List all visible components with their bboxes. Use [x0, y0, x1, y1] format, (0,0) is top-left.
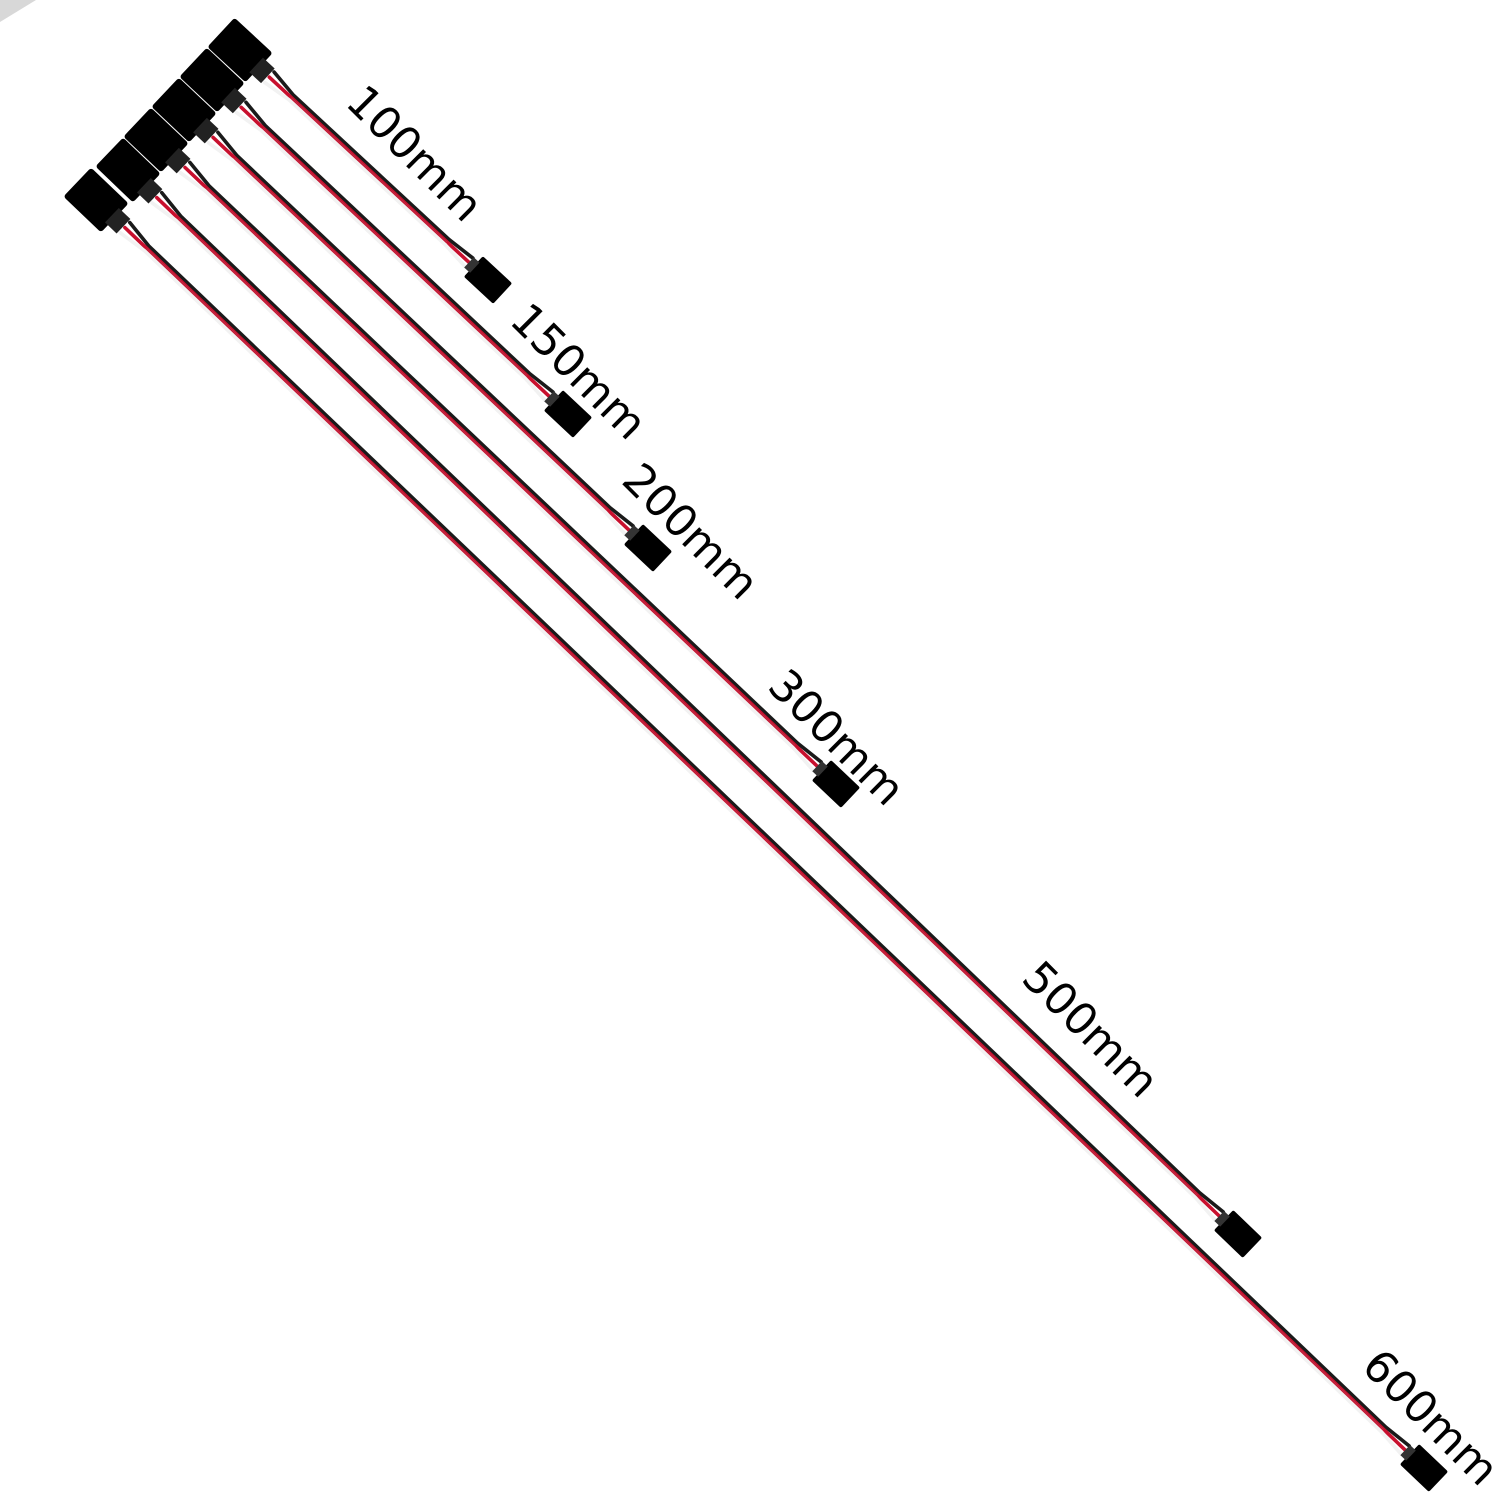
wire-outline-500mm [178, 218, 1198, 1196]
wire-white-300mm [178, 170, 815, 773]
connector-male-lip-200mm [624, 525, 640, 541]
cable-300mm [124, 108, 860, 808]
cable-500mm [96, 138, 1262, 1258]
connector-male-lip-600mm [1400, 1444, 1416, 1461]
cable-100mm [208, 18, 512, 304]
cables-group [64, 18, 1448, 1492]
connector-female-neck-200mm [193, 117, 219, 144]
wire-white-150mm [234, 110, 547, 403]
wire-red-100mm [267, 75, 471, 265]
wire-red-600mm [123, 225, 1407, 1452]
wire-outline-150mm [262, 127, 528, 376]
wire-black-200mm [216, 130, 635, 528]
connector-male-150mm [544, 390, 592, 438]
connector-male-600mm [1400, 1444, 1448, 1492]
cable-length-label-500mm: 500mm [1012, 952, 1168, 1108]
connector-male-100mm [464, 256, 512, 304]
wire-outline-200mm [234, 157, 608, 510]
cable-600mm [64, 168, 1448, 1492]
connector-female-neck-600mm [105, 207, 131, 234]
wire-outline-300mm [206, 187, 796, 746]
connector-female-neck-500mm [136, 178, 163, 204]
corner-shadow [0, 0, 36, 22]
wire-white-500mm [150, 200, 1218, 1222]
wire-red-150mm [239, 105, 551, 399]
connector-male-lip-300mm [812, 761, 828, 777]
wire-red-500mm [155, 195, 1222, 1218]
wire-outline-100mm [291, 97, 448, 243]
cable-200mm [152, 78, 672, 572]
connector-female-neck-150mm [221, 87, 247, 114]
connector-female-neck-300mm [165, 147, 191, 174]
wire-black-300mm [188, 160, 823, 764]
connector-male-300mm [812, 760, 860, 808]
wire-outline-600mm [146, 248, 1384, 1430]
connector-female-neck-100mm [249, 57, 275, 84]
wire-red-300mm [183, 165, 819, 768]
length-labels-group: 100mm 150mm 200mm 300mm 500mm 600mm [336, 76, 1494, 1494]
wire-black-500mm [159, 190, 1226, 1214]
cable-150mm [180, 48, 592, 438]
wire-white-100mm [262, 80, 467, 269]
connector-male-lip-100mm [464, 257, 480, 273]
connector-male-500mm [1214, 1210, 1262, 1258]
wire-red-200mm [211, 135, 631, 532]
wire-white-600mm [118, 230, 1404, 1457]
wire-white-200mm [206, 140, 627, 537]
wire-black-100mm [272, 70, 475, 260]
connector-male-200mm [624, 524, 672, 572]
wire-black-600mm [127, 220, 1411, 1448]
connector-male-lip-150mm [544, 391, 560, 407]
wire-black-150mm [244, 100, 555, 394]
connector-male-lip-500mm [1214, 1210, 1230, 1227]
